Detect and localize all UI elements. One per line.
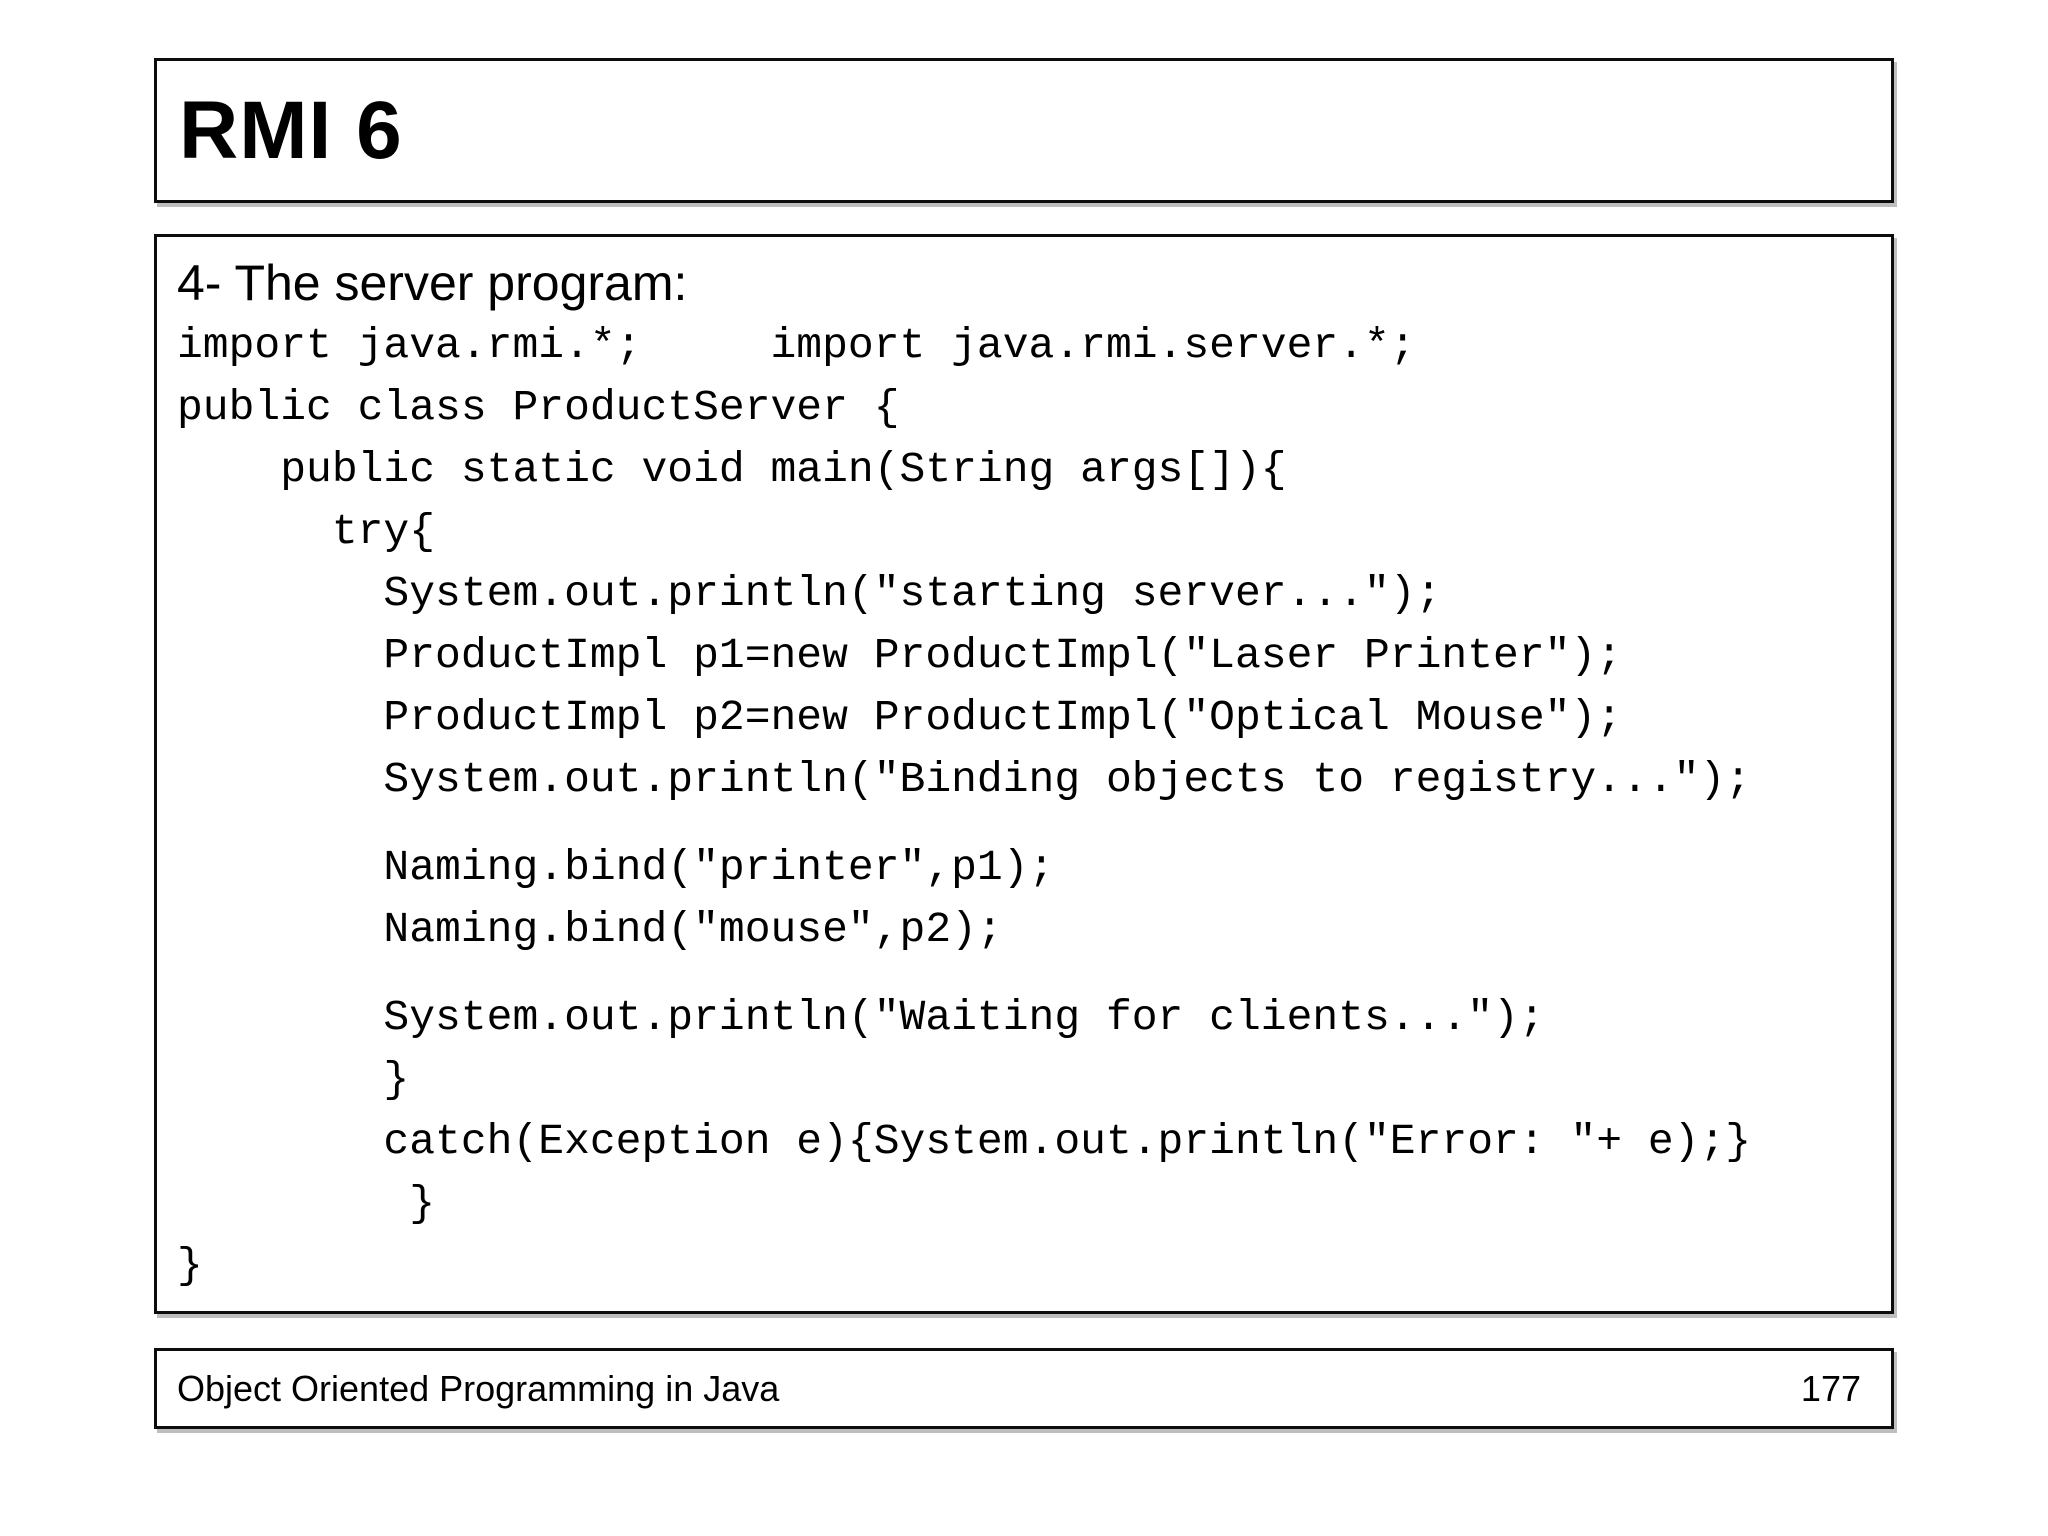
section-heading: 4- The server program: [177,255,688,311]
code-line: ProductImpl p1=new ProductImpl("Laser Pr… [177,631,1623,680]
code-line: System.out.println("Binding objects to r… [177,755,1752,804]
code-line: Naming.bind("mouse",p2); [177,905,1003,954]
code-line: } [177,1179,436,1228]
code-line: catch(Exception e){System.out.println("E… [177,1117,1752,1166]
code-line: try{ [177,507,436,556]
code-line: System.out.println("starting server...")… [177,569,1442,618]
code-line: } [177,1241,203,1290]
code-block: import java.rmi.*; import java.rmi.serve… [177,315,1891,1297]
code-line: import java.rmi.*; import java.rmi.serve… [177,321,1416,370]
title-box: RMI 6 [154,58,1894,203]
code-line: ProductImpl p2=new ProductImpl("Optical … [177,693,1623,742]
code-line: Naming.bind("printer",p1); [177,843,1055,892]
footer-title: Object Oriented Programming in Java [177,1367,780,1409]
code-line: System.out.println("Waiting for clients.… [177,993,1545,1042]
slide-title: RMI 6 [179,84,403,176]
code-line: } [177,1055,410,1104]
code-line: public static void main(String args[]){ [177,445,1287,494]
content-box: 4- The server program: import java.rmi.*… [154,234,1894,1314]
page-number: 177 [1800,1367,1861,1409]
code-line: public class ProductServer { [177,383,900,432]
footer-box: Object Oriented Programming in Java 177 [154,1348,1894,1429]
